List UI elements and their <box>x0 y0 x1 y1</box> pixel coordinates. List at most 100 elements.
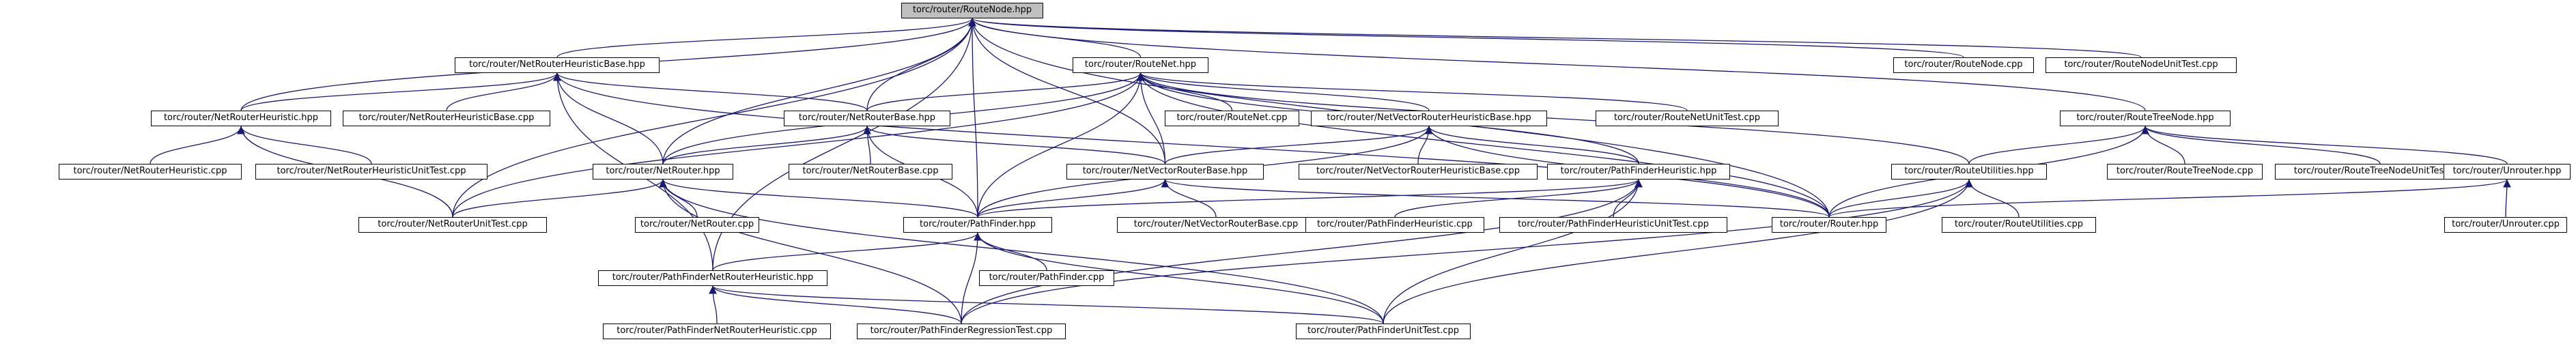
edge-routenode-hpp-to-routenodeunittest-cpp <box>968 18 2142 58</box>
edge-netvectorrouterbase-hpp-to-pathfinder-hpp <box>977 179 1170 218</box>
node-routetreenodeunittest-cpp[interactable]: torc/router/RouteTreeNodeUnitTest.cpp <box>2275 164 2485 180</box>
edge-routenet-hpp-to-netvectorrouterbase-hpp <box>1136 72 1166 164</box>
node-label: torc/router/RouteNode.hpp <box>912 5 1032 15</box>
edge-netrouterbase-hpp-to-netvectorrouterbase-hpp <box>863 126 1166 164</box>
edge-netvectorrouterheuristicbase-hpp-to-netvectorrouterbase-hpp <box>1164 126 1433 164</box>
node-label: torc/router/RouteTreeNodeUnitTest.cpp <box>2293 166 2467 176</box>
edge-netrouter-hpp-to-pathfinderunittest-cpp <box>659 179 1384 324</box>
node-pathfinder-cpp[interactable]: torc/router/PathFinder.cpp <box>979 270 1114 286</box>
node-routenode-hpp: torc/router/RouteNode.hpp <box>901 3 1043 18</box>
edge-routetreenode-hpp-to-routetreenode-cpp <box>2141 126 2185 164</box>
node-label: torc/router/Unrouter.cpp <box>2452 219 2560 229</box>
node-routetreenode-cpp[interactable]: torc/router/RouteTreeNode.cpp <box>2107 164 2263 180</box>
edge-routenet-hpp-to-pathfinder-hpp <box>977 72 1145 218</box>
node-label: torc/router/RouteUtilities.cpp <box>1954 219 2084 229</box>
node-pathfinderheuristic-cpp[interactable]: torc/router/PathFinderHeuristic.cpp <box>1305 217 1484 233</box>
edge-routenet-hpp-to-routenetunittest-cpp <box>1136 72 1688 111</box>
node-label: torc/router/PathFinderHeuristic.hpp <box>1560 166 1717 176</box>
node-label: torc/router/PathFinderNetRouterHeuristic… <box>617 326 817 336</box>
node-pathfinder-hpp[interactable]: torc/router/PathFinder.hpp <box>903 217 1052 233</box>
edge-netrouter-hpp-to-pathfinderregressiontest-cpp <box>659 179 962 324</box>
node-pathfinderunittest-cpp[interactable]: torc/router/PathFinderUnitTest.cpp <box>1296 324 1471 339</box>
node-label: torc/router/NetVectorRouterBase.hpp <box>1082 166 1248 176</box>
edge-pathfinderheuristic-hpp-to-pathfinderheuristic-cpp <box>1394 179 1643 218</box>
node-routeutilities-hpp[interactable]: torc/router/RouteUtilities.hpp <box>1891 164 2047 180</box>
node-label: torc/router/NetRouterUnitTest.cpp <box>378 219 528 229</box>
node-routenode-cpp[interactable]: torc/router/RouteNode.cpp <box>1893 57 2034 73</box>
node-unrouter-cpp[interactable]: torc/router/Unrouter.cpp <box>2444 217 2567 233</box>
edge-pathfinder-hpp-to-pathfindernetrouterheuristic-hpp <box>712 232 982 271</box>
edge-routenode-hpp-to-netvectorrouterbase-hpp <box>968 18 1166 164</box>
node-netrouterheuristic-hpp[interactable]: torc/router/NetRouterHeuristic.hpp <box>151 111 331 126</box>
node-label: torc/router/RouteNode.cpp <box>1904 59 2023 70</box>
edge-pathfindernetrouterheuristic-hpp-to-pathfinderregressiontest-cpp <box>709 285 962 324</box>
node-label: torc/router/Unrouter.hpp <box>2452 166 2562 176</box>
node-label: torc/router/PathFinder.cpp <box>989 272 1105 283</box>
edge-routenode-hpp-to-routetreenode-hpp <box>968 18 2146 111</box>
edge-pathfindernetrouterheuristic-hpp-to-pathfinderunittest-cpp <box>709 285 1384 324</box>
node-netvectorrouterheuristicbase-cpp[interactable]: torc/router/NetVectorRouterHeuristicBase… <box>1299 164 1538 180</box>
edge-pathfinderheuristic-hpp-to-pathfinder-hpp <box>977 179 1643 218</box>
edge-unrouter-hpp-to-router-hpp <box>1828 179 2511 218</box>
node-netrouter-cpp[interactable]: torc/router/NetRouter.cpp <box>635 217 759 233</box>
edge-pathfinder-hpp-to-pathfinder-cpp <box>974 232 1047 271</box>
edge-routeutilities-hpp-to-pathfinderregressiontest-cpp <box>961 179 1973 324</box>
edge-netrouter-hpp-to-pathfinder-hpp <box>659 179 978 218</box>
node-netvectorrouterbase-hpp[interactable]: torc/router/NetVectorRouterBase.hpp <box>1066 164 1264 180</box>
node-pathfindernetrouterheuristic-cpp[interactable]: torc/router/PathFinderNetRouterHeuristic… <box>603 324 831 339</box>
edge-pathfinderheuristic-hpp-to-pathfinderregressiontest-cpp <box>961 179 1643 324</box>
node-netrouterheuristic-cpp[interactable]: torc/router/NetRouterHeuristic.cpp <box>59 164 242 180</box>
node-label: torc/router/PathFinder.hpp <box>920 219 1036 229</box>
node-label: torc/router/NetRouterHeuristicUnitTest.c… <box>277 166 466 176</box>
edge-routenode-hpp-to-netrouter-hpp <box>662 18 976 164</box>
edge-routenet-hpp-to-netrouterbase-hpp <box>866 72 1145 111</box>
node-pathfinderheuristic-hpp[interactable]: torc/router/PathFinderHeuristic.hpp <box>1547 164 1730 180</box>
edge-netrouter-hpp-to-netrouter-cpp <box>659 179 698 218</box>
node-netrouterbase-cpp[interactable]: torc/router/NetRouterBase.cpp <box>789 164 952 180</box>
node-label: torc/router/RouteNet.hpp <box>1084 59 1197 70</box>
node-label: torc/router/RouteNetUnitTest.cpp <box>1613 113 1761 123</box>
node-label: torc/router/PathFinderUnitTest.cpp <box>1307 326 1460 336</box>
edge-netrouterheuristicbase-hpp-to-netrouter-hpp <box>553 72 664 164</box>
node-netrouterunittest-cpp[interactable]: torc/router/NetRouterUnitTest.cpp <box>358 217 547 233</box>
node-routeutilities-cpp[interactable]: torc/router/RouteUtilities.cpp <box>1942 217 2096 233</box>
node-netrouter-hpp[interactable]: torc/router/NetRouter.hpp <box>593 164 733 180</box>
edge-pathfindernetrouterheuristic-hpp-to-pathfindernetrouterheuristic-cpp <box>709 285 718 324</box>
node-netrouterbase-hpp[interactable]: torc/router/NetRouterBase.hpp <box>784 111 950 126</box>
edge-routenet-hpp-to-routeutilities-hpp <box>1136 72 1970 164</box>
node-routetreenode-hpp[interactable]: torc/router/RouteTreeNode.hpp <box>2060 111 2231 126</box>
node-netvectorrouterheuristicbase-hpp[interactable]: torc/router/NetVectorRouterHeuristicBase… <box>1311 111 1547 126</box>
node-router-hpp[interactable]: torc/router/Router.hpp <box>1772 217 1886 233</box>
node-netvectorrouterbase-cpp[interactable]: torc/router/NetVectorRouterBase.cpp <box>1117 217 1315 233</box>
node-unrouter-hpp[interactable]: torc/router/Unrouter.hpp <box>2444 164 2571 180</box>
edge-routenet-hpp-to-netvectorrouterheuristicbase-hpp <box>1136 72 1430 111</box>
node-pathfinderregressiontest-cpp[interactable]: torc/router/PathFinderRegressionTest.cpp <box>857 324 1066 339</box>
node-pathfindernetrouterheuristic-hpp[interactable]: torc/router/PathFinderNetRouterHeuristic… <box>598 270 827 286</box>
node-label: torc/router/RouteTreeNode.cpp <box>2116 166 2254 176</box>
node-netrouterheuristicbase-cpp[interactable]: torc/router/NetRouterHeuristicBase.cpp <box>343 111 550 126</box>
edge-netvectorrouterbase-hpp-to-router-hpp <box>1161 179 1830 218</box>
node-label: torc/router/RouteUtilities.hpp <box>1904 166 2034 176</box>
edge-unrouter-hpp-to-unrouter-cpp <box>2503 179 2511 218</box>
edge-routenode-hpp-to-pathfinder-hpp <box>968 18 978 218</box>
node-netrouterheuristicbase-hpp[interactable]: torc/router/NetRouterHeuristicBase.hpp <box>455 57 660 73</box>
edge-routenode-hpp-to-netrouterbase-hpp <box>866 18 976 111</box>
edge-routetreenode-hpp-to-unrouter-hpp <box>2141 126 2508 164</box>
node-routenodeunittest-cpp[interactable]: torc/router/RouteNodeUnitTest.cpp <box>2046 57 2237 73</box>
node-pathfinderheuristicunittest-cpp[interactable]: torc/router/PathFinderHeuristicUnitTest.… <box>1499 217 1727 233</box>
node-netrouterheuristicunittest-cpp[interactable]: torc/router/NetRouterHeuristicUnitTest.c… <box>255 164 487 180</box>
node-routenet-hpp[interactable]: torc/router/RouteNet.hpp <box>1073 57 1208 73</box>
node-label: torc/router/PathFinderHeuristicUnitTest.… <box>1518 219 1709 229</box>
node-routenetunittest-cpp[interactable]: torc/router/RouteNetUnitTest.cpp <box>1596 111 1779 126</box>
edge-pathfinderheuristic-hpp-to-pathfinderunittest-cpp <box>1383 179 1643 324</box>
edge-routeutilities-hpp-to-pathfinderunittest-cpp <box>1383 179 1973 324</box>
edge-pathfinder-hpp-to-pathfinderunittest-cpp <box>974 232 1384 324</box>
node-routenet-cpp[interactable]: torc/router/RouteNet.cpp <box>1165 111 1299 126</box>
edge-netrouterheuristic-hpp-to-netrouterheuristic-cpp <box>150 126 245 164</box>
node-label: torc/router/NetRouterHeuristicBase.cpp <box>358 113 535 123</box>
node-label: torc/router/PathFinderHeuristic.cpp <box>1317 219 1473 229</box>
node-label: torc/router/RouteNet.cpp <box>1176 113 1288 123</box>
edge-routetreenode-hpp-to-routetreenodeunittest-cpp <box>2141 126 2381 164</box>
node-label: torc/router/NetVectorRouterBase.cpp <box>1133 219 1299 229</box>
edge-netrouterheuristicbase-hpp-to-netrouterheuristicbase-cpp <box>446 72 561 111</box>
